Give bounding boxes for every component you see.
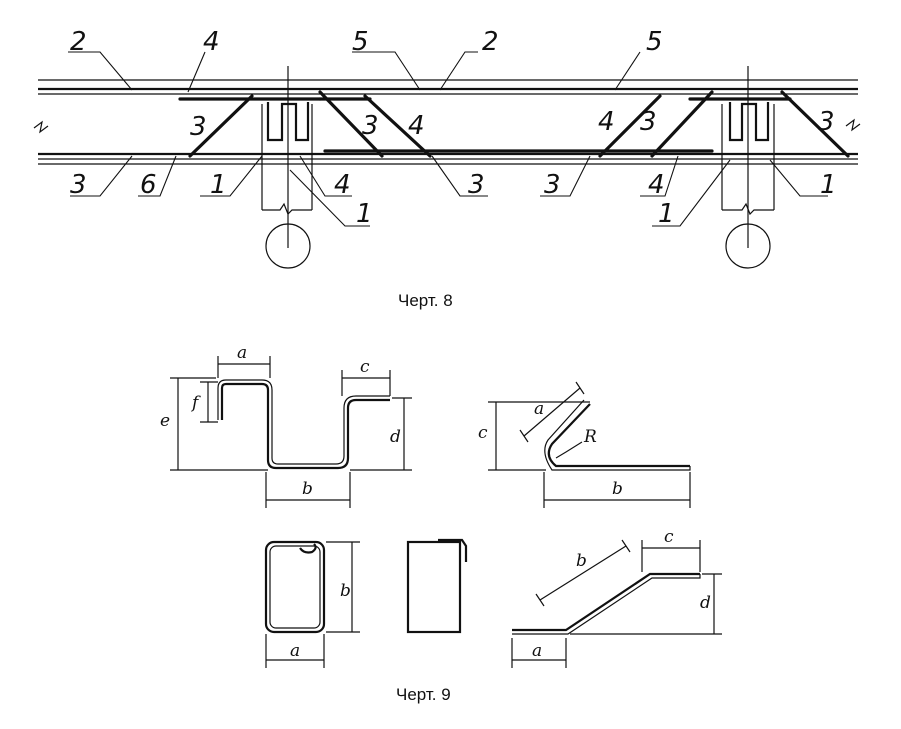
dim-u-d: d xyxy=(390,427,401,447)
dim-z-c: c xyxy=(664,527,674,547)
label-1-bottom-1: 1 xyxy=(210,170,227,200)
dim-z-a: a xyxy=(532,641,542,661)
dim-hook-c: c xyxy=(478,423,488,443)
figure-9-bar-shapes: a c f e d b a R c b xyxy=(160,343,722,704)
column-node-right xyxy=(721,66,775,269)
label-1-bottom-2: 1 xyxy=(356,199,373,229)
label-4-inner-2: 4 xyxy=(598,107,615,137)
dim-z-d: d xyxy=(700,593,711,613)
column-circle-right xyxy=(725,223,771,269)
label-3-inner-2: 3 xyxy=(362,111,379,141)
label-3-inner-4: 3 xyxy=(818,107,835,137)
break-mark-right xyxy=(845,118,861,132)
hook-bar-shape: a R c b xyxy=(478,381,691,508)
dim-u-b: b xyxy=(302,479,313,499)
dim-hook-a: a xyxy=(534,399,544,419)
closed-stirrup-shape: b a xyxy=(264,540,360,668)
figure-8-caption: Черт. 8 xyxy=(398,291,453,310)
label-6-bottom: 6 xyxy=(140,170,157,200)
label-2-top-left: 2 xyxy=(70,27,87,57)
dim-stirrup-b: b xyxy=(340,581,351,601)
u-bar-shape: a c f e d b xyxy=(160,343,412,508)
label-5-top-left: 5 xyxy=(352,27,369,57)
label-3-inner-1: 3 xyxy=(190,112,207,142)
label-3-inner-3: 3 xyxy=(640,107,657,137)
bent-bar-4 xyxy=(598,94,662,158)
dim-u-a: a xyxy=(237,343,247,363)
label-5-top-right: 5 xyxy=(646,27,663,57)
label-1-bottom-4: 1 xyxy=(820,170,837,200)
bent-bar-5 xyxy=(650,90,714,158)
break-mark-left xyxy=(33,120,49,134)
stirrup-side-view xyxy=(406,538,468,634)
label-4-top: 4 xyxy=(203,27,220,57)
label-2-top-right: 2 xyxy=(482,27,499,57)
label-3-bottom-2: 3 xyxy=(468,170,485,200)
dim-hook-b: b xyxy=(612,479,623,499)
dim-stirrup-a: a xyxy=(290,641,300,661)
label-3-bottom-1: 3 xyxy=(70,170,87,200)
dim-u-e: e xyxy=(160,411,170,431)
label-4-inner-1: 4 xyxy=(408,111,425,141)
label-4-bottom-1: 4 xyxy=(334,170,351,200)
dim-u-f: f xyxy=(190,393,201,413)
figure-8-beam: 2 4 5 2 5 3 3 4 4 3 3 3 6 1 4 1 3 3 4 1 … xyxy=(33,27,861,310)
z-bar-shape: b c d a xyxy=(511,527,722,668)
label-1-bottom-3: 1 xyxy=(658,199,675,229)
bent-bar-1 xyxy=(188,94,254,158)
column-circle-left xyxy=(265,223,311,269)
bent-bar-3 xyxy=(363,94,432,158)
column-node-left xyxy=(261,66,313,269)
label-4-bottom-2: 4 xyxy=(648,170,665,200)
dim-z-b: b xyxy=(576,551,587,571)
bent-bar-2 xyxy=(318,90,384,158)
dim-u-c: c xyxy=(360,357,370,377)
figure-9-caption: Черт. 9 xyxy=(396,685,451,704)
dim-hook-R: R xyxy=(583,427,597,447)
bent-bar-6 xyxy=(780,90,850,158)
label-3-bottom-3: 3 xyxy=(544,170,561,200)
